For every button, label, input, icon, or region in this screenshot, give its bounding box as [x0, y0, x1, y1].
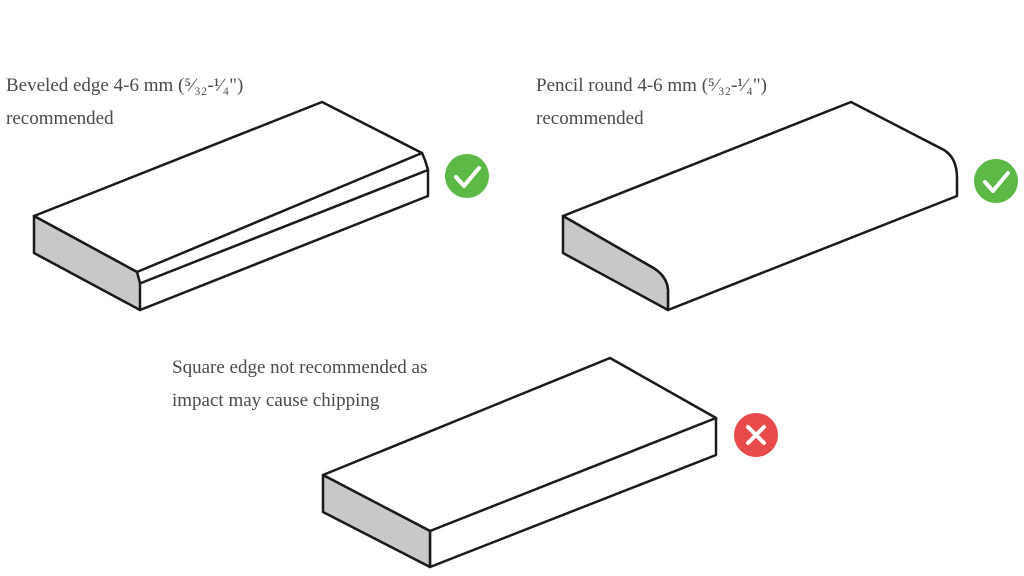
pencil-round-tile: [561, 100, 959, 312]
beveled-edge-tile: [32, 100, 430, 312]
beveled-caption: Beveled edge 4-6 mm (⁵⁄₃₂-¹⁄₄") recommen…: [6, 69, 243, 135]
square-caption: Square edge not recommended as impact ma…: [172, 351, 427, 417]
check-icon: [974, 159, 1018, 203]
pencil-caption-line2: recommended: [536, 108, 644, 129]
cross-icon: [734, 413, 778, 457]
square-caption-line1: Square edge not recommended as: [172, 357, 428, 378]
pencil-caption-line1: Pencil round 4-6 mm (⁵⁄₃₂-¹⁄₄"): [536, 75, 767, 96]
square-caption-line2: impact may cause chipping: [172, 390, 380, 411]
beveled-caption-line2: recommended: [6, 108, 114, 129]
beveled-caption-line1: Beveled edge 4-6 mm (⁵⁄₃₂-¹⁄₄"): [6, 75, 244, 96]
square-edge-tile: [321, 356, 718, 569]
pencil-caption: Pencil round 4-6 mm (⁵⁄₃₂-¹⁄₄") recommen…: [536, 69, 767, 135]
check-icon: [445, 154, 489, 198]
